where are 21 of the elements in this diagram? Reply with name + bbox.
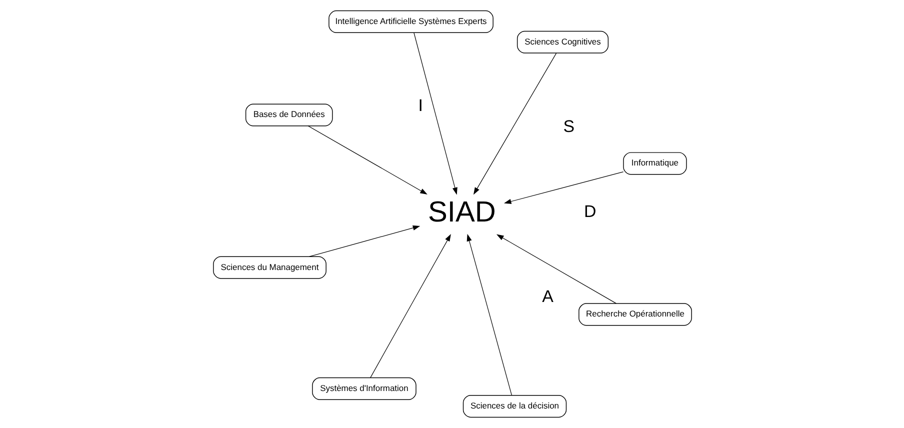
node-box: Sciences du Management [212, 256, 326, 279]
arrow [466, 234, 512, 396]
node-box: Systèmes d'Information [312, 377, 416, 400]
node-text: SIAD [428, 196, 496, 229]
node-box: Sciences Cognitives [516, 30, 608, 54]
arrow [308, 225, 420, 257]
arrow [307, 126, 427, 194]
arrow [413, 32, 457, 195]
label: I [418, 96, 422, 115]
label: D [584, 202, 596, 221]
node-box: Sciences de la décision [462, 395, 566, 418]
arrow [370, 234, 450, 378]
node-box: Intelligence Artificielle Systèmes Experts [328, 10, 493, 33]
node-box: Informatique [622, 152, 686, 175]
arrow [472, 52, 556, 195]
label: A [542, 286, 553, 306]
arrow [503, 172, 624, 204]
node-box: Recherche Opérationnelle [578, 303, 692, 326]
arrow [496, 234, 616, 304]
label: S [562, 117, 574, 136]
node-box: Bases de Données [244, 104, 332, 126]
